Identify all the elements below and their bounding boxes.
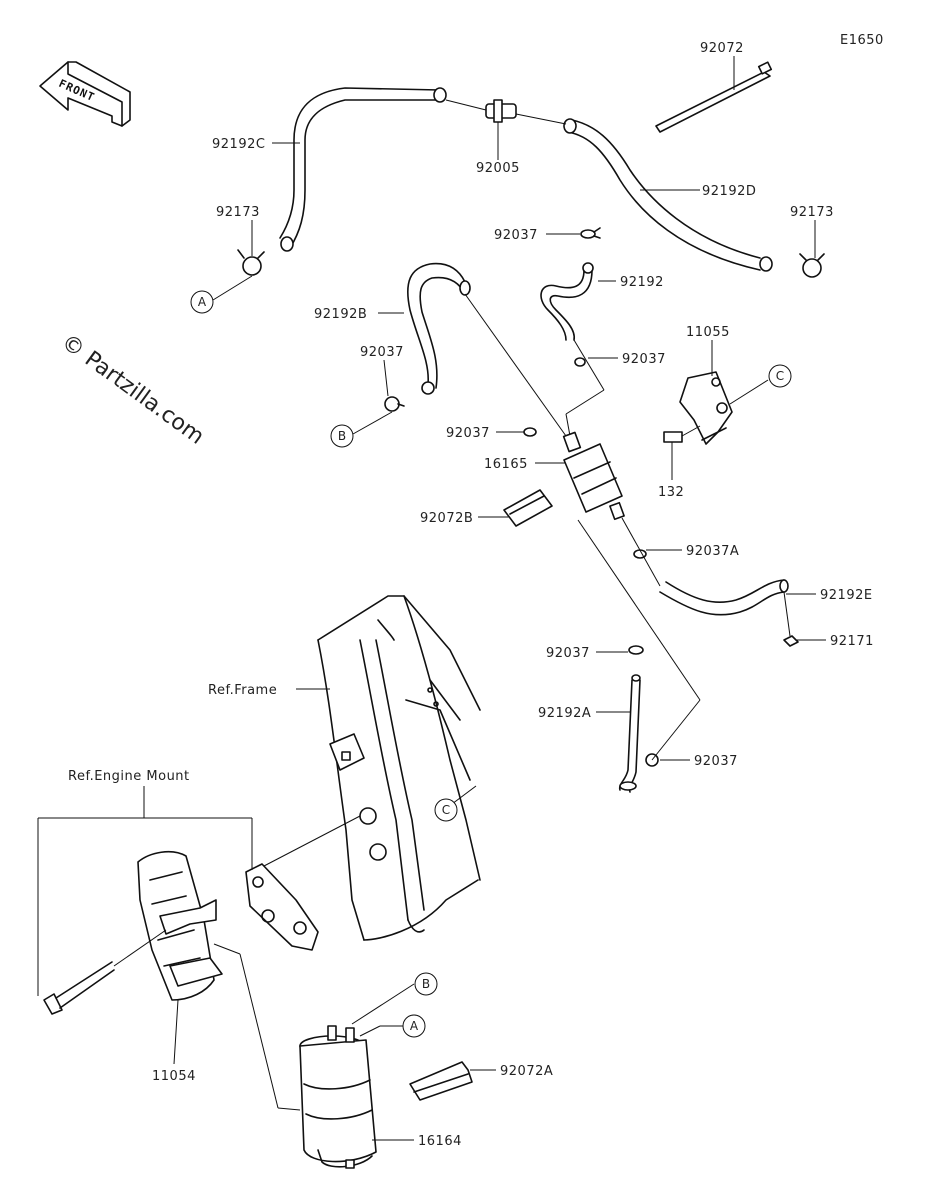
label-92192c: 92192C: [212, 137, 265, 152]
label-92037-top: 92037: [494, 228, 538, 243]
label-92173-left: 92173: [216, 205, 260, 220]
label-16164: 16164: [418, 1134, 462, 1149]
hose-92192c[interactable]: [279, 87, 447, 252]
label-92173-right: 92173: [790, 205, 834, 220]
label-92005: 92005: [476, 161, 520, 176]
callout-b-canister: B: [414, 972, 438, 996]
callout-c-frame: C: [434, 798, 458, 822]
label-92037-bottom: 92037: [694, 754, 738, 769]
label-11054: 11054: [152, 1069, 196, 1084]
clamp-92037-mid[interactable]: [574, 357, 586, 367]
label-11055: 11055: [686, 325, 730, 340]
svg-text:A: A: [410, 1019, 419, 1033]
label-92192a: 92192A: [538, 706, 591, 721]
label-92192b: 92192B: [314, 307, 367, 322]
svg-text:B: B: [422, 977, 430, 991]
joint-92005[interactable]: [445, 99, 517, 123]
callout-a-canister: A: [402, 1014, 426, 1038]
canister-16164[interactable]: [299, 1025, 377, 1169]
band-92072b[interactable]: [503, 489, 553, 527]
engine-mount-plate: [245, 815, 361, 951]
hose-92192[interactable]: [540, 262, 594, 341]
tie-band-92072[interactable]: [655, 61, 773, 133]
svg-text:A: A: [198, 295, 207, 309]
label-92037-low: 92037: [546, 646, 590, 661]
label-92192d: 92192D: [702, 184, 756, 199]
svg-text:C: C: [776, 369, 784, 383]
bolt-long[interactable]: [43, 929, 167, 1015]
clamp-92037a[interactable]: [633, 549, 647, 559]
label-92037-left: 92037: [360, 345, 404, 360]
diagram-id: E1650: [840, 33, 884, 48]
label-92192e: 92192E: [820, 588, 873, 603]
frame-reference: [317, 595, 481, 941]
band-92072a[interactable]: [409, 1061, 473, 1101]
hose-92192a[interactable]: [618, 674, 641, 793]
front-arrow-icon: FRONT: [39, 61, 131, 127]
svg-text:B: B: [338, 429, 346, 443]
clamp-92173-right[interactable]: [799, 253, 825, 278]
clamp-92037-left[interactable]: [384, 396, 405, 412]
label-92037-mid: 92037: [622, 352, 666, 367]
label-92192: 92192: [620, 275, 664, 290]
callout-a-top: A: [190, 290, 214, 314]
leader-lines: [37, 56, 826, 1141]
clamp-92037-low[interactable]: [628, 645, 644, 655]
svg-text:C: C: [442, 803, 450, 817]
label-16165: 16165: [484, 457, 528, 472]
hose-92192b[interactable]: [407, 262, 471, 395]
hose-92192e[interactable]: [621, 517, 789, 616]
label-92037-center: 92037: [446, 426, 490, 441]
label-92037a: 92037A: [686, 544, 739, 559]
watermark: © Partzilla.com: [56, 330, 208, 450]
callout-c-top: C: [768, 364, 792, 388]
clamp-92037-center[interactable]: [523, 427, 537, 437]
label-92072b: 92072B: [420, 511, 473, 526]
clamp-92037-bottom[interactable]: [645, 753, 659, 767]
bracket-11054[interactable]: [137, 850, 223, 1001]
label-92171: 92171: [830, 634, 874, 649]
bolt-132[interactable]: [663, 425, 701, 443]
callout-b-top: B: [330, 424, 354, 448]
hose-92192d[interactable]: [515, 113, 773, 272]
label-132: 132: [658, 485, 684, 500]
clamp-92037-top[interactable]: [580, 227, 601, 239]
label-ref-frame: Ref.Frame: [208, 683, 277, 698]
label-92072: 92072: [700, 41, 744, 56]
clamp-92173-left[interactable]: [237, 249, 265, 276]
fuel-filter-16165[interactable]: [562, 431, 625, 521]
label-ref-engine-mount: Ref.Engine Mount: [68, 769, 190, 784]
label-92072a: 92072A: [500, 1064, 553, 1079]
bracket-11055[interactable]: [679, 371, 733, 445]
clip-92171[interactable]: [783, 591, 799, 647]
